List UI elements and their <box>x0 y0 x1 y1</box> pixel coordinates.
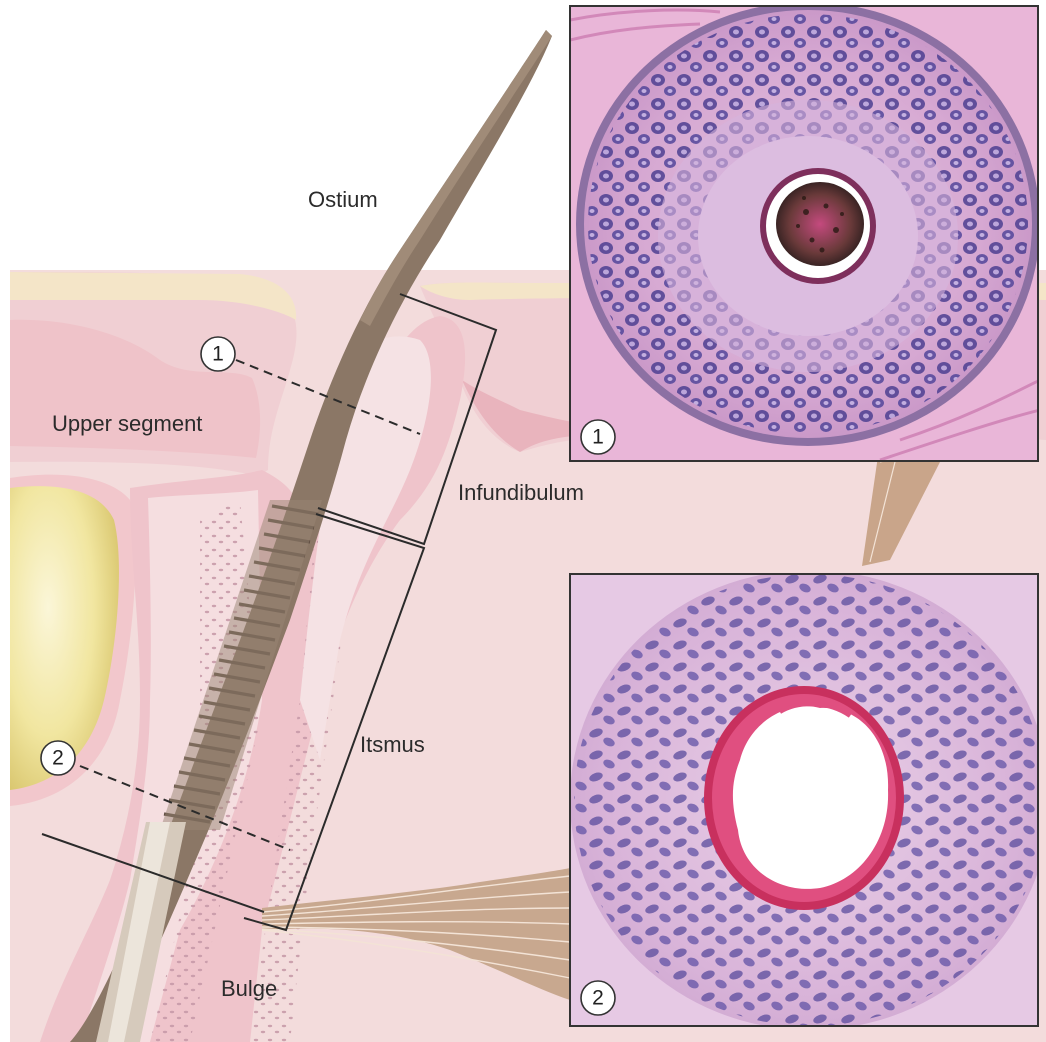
histology-panel-1: 1 <box>570 2 1040 461</box>
histology-panel-2: 2 <box>570 570 1046 1030</box>
marker-2-label: 2 <box>52 747 64 770</box>
label-upper-segment: Upper segment <box>52 411 202 436</box>
label-itsmus: Itsmus <box>360 732 425 757</box>
panel-1-number: 1 <box>581 420 615 454</box>
label-bulge: Bulge <box>221 976 277 1001</box>
label-ostium: Ostium <box>308 187 378 212</box>
svg-text:1: 1 <box>592 426 604 449</box>
marker-1-label: 1 <box>212 343 224 366</box>
label-infundibulum: Infundibulum <box>458 480 584 505</box>
marker-2: 2 <box>41 741 75 775</box>
marker-1: 1 <box>201 337 235 371</box>
panel-2-number: 2 <box>581 981 615 1015</box>
svg-text:2: 2 <box>592 987 604 1010</box>
